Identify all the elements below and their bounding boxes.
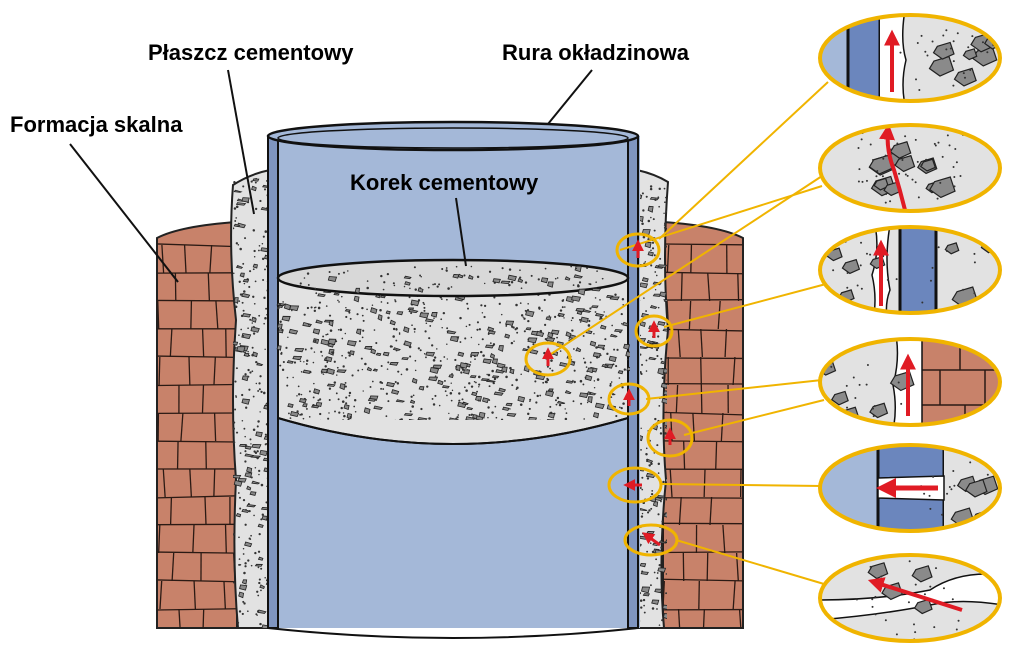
leak-markers bbox=[524, 232, 694, 557]
label-korek-cementowy: Korek cementowy bbox=[350, 170, 539, 195]
leader-formation bbox=[69, 143, 179, 283]
leak-marker-2 bbox=[524, 341, 572, 377]
leak-marker-3 bbox=[634, 314, 674, 348]
leak-marker-5 bbox=[646, 418, 694, 458]
callout-cement-channel bbox=[818, 123, 1002, 213]
callout-casing-cement-gap bbox=[818, 13, 1002, 103]
rock-formation-left bbox=[156, 220, 238, 629]
callout-casing-breach bbox=[818, 443, 1002, 533]
label-rura-okladzinowa: Rura okładzinowa bbox=[502, 40, 690, 65]
label-plaszcz-cementowy: Płaszcz cementowy bbox=[148, 40, 354, 65]
leader-plug bbox=[455, 197, 467, 267]
cement-sheath-left bbox=[230, 168, 271, 629]
label-formacja-skalna: Formacja skalna bbox=[10, 112, 183, 137]
cement-plug bbox=[276, 258, 630, 445]
leak-marker-1 bbox=[615, 232, 661, 268]
leak-marker-6 bbox=[607, 466, 663, 504]
callout-cement-rock-gap bbox=[818, 337, 1002, 427]
callout-rock-fracture bbox=[818, 553, 1002, 643]
rock-formation-right bbox=[662, 220, 744, 629]
leak-marker-7 bbox=[623, 523, 679, 557]
callout-cement-crack bbox=[818, 225, 1002, 315]
leader-casing bbox=[547, 69, 593, 125]
leak-marker-4 bbox=[607, 382, 651, 416]
leader-sheath bbox=[227, 69, 255, 215]
